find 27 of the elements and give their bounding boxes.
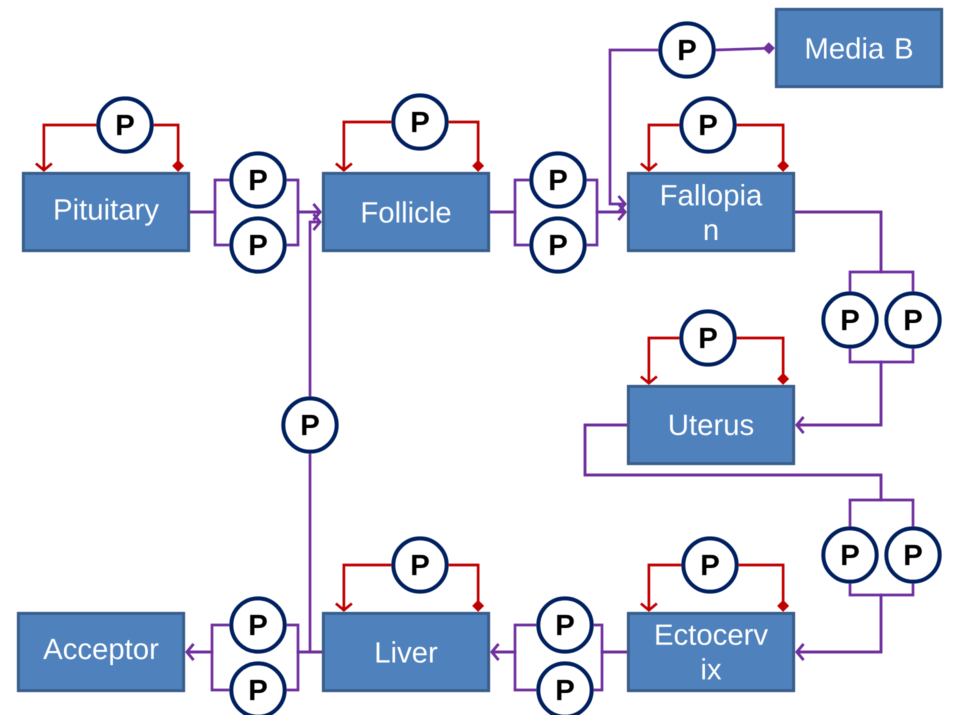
connector: [608, 48, 658, 213]
process-box: Pituitary: [22, 172, 190, 252]
connector: [35, 124, 96, 172]
connector: [335, 120, 392, 172]
connector: [308, 454, 322, 654]
connector: [490, 210, 530, 246]
process-box: Liver: [322, 612, 490, 692]
connector: [594, 650, 627, 692]
connector: [795, 584, 914, 661]
connector: [308, 213, 322, 396]
connector: [185, 643, 230, 692]
process-box: Fallopia n: [626, 172, 796, 252]
connector: [795, 348, 914, 434]
connector: [640, 124, 680, 172]
connector: [640, 336, 680, 385]
connector: [190, 210, 230, 246]
connector: [490, 643, 536, 692]
process-box: Media B: [774, 8, 944, 88]
process-box: Uterus: [626, 384, 796, 466]
connector: [586, 203, 627, 246]
connector: [335, 564, 392, 612]
connector: [795, 210, 914, 292]
process-box: Acceptor: [16, 612, 186, 692]
connector: [640, 564, 682, 612]
process-box: Ectocerv ix: [626, 612, 796, 692]
connector: [286, 203, 322, 246]
process-box: Follicle: [322, 172, 490, 252]
